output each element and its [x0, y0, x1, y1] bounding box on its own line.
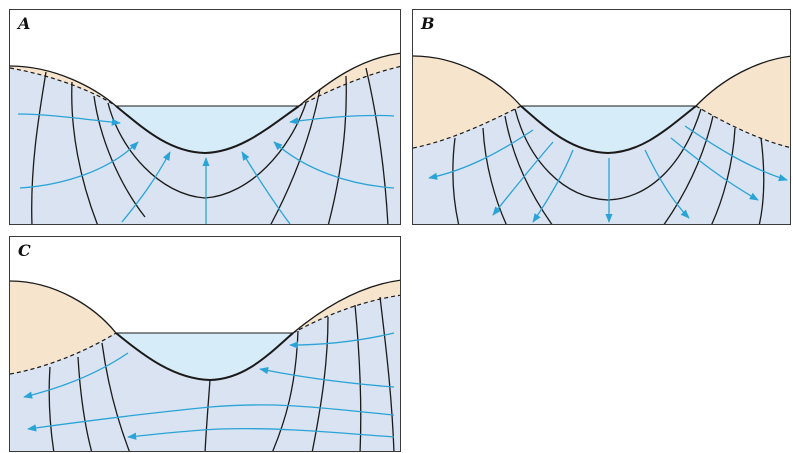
panel-b-losing-stream: B: [412, 9, 791, 225]
panel-a-diagram: [10, 52, 400, 224]
panel-c-diagram: [10, 279, 400, 451]
panel-label-b: B: [421, 14, 435, 33]
panel-label-c: C: [18, 241, 31, 260]
flow-arrows: [428, 125, 788, 223]
panel-c-flow-through-stream: C: [9, 236, 401, 452]
land-surface: [10, 280, 117, 334]
panel-b-diagram: [413, 55, 790, 224]
equipotential-lines: [452, 108, 765, 224]
saturated-zone: [413, 106, 790, 224]
land-surface: [413, 55, 522, 107]
flow-arrows: [23, 332, 395, 440]
stream-bed: [115, 105, 300, 155]
stream-water: [521, 106, 696, 153]
flow-arrows: [17, 113, 395, 224]
water-table: [413, 105, 522, 149]
stream-water: [116, 106, 299, 153]
panel-label-a: A: [18, 14, 31, 33]
panel-a-gaining-stream: A: [9, 9, 401, 225]
equipotential-lines: [48, 296, 395, 451]
stream-bed: [520, 105, 697, 155]
land-surface: [10, 65, 117, 107]
